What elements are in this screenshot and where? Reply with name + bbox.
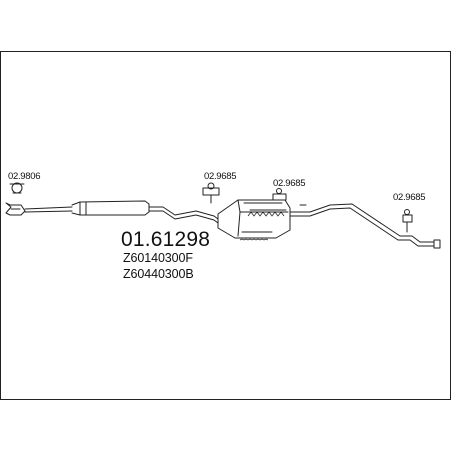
hanger-icon-1 <box>202 182 220 204</box>
front-pipe <box>24 200 219 224</box>
hanger-code-label-3: 02.9685 <box>393 192 426 203</box>
oem-number-1: Z60140300F <box>123 251 193 265</box>
rear-muffler <box>217 199 291 239</box>
clamp-icon-front <box>9 182 25 194</box>
hanger-icon-3 <box>402 209 413 233</box>
muffler-texture <box>247 211 285 217</box>
tail-pipe <box>289 203 441 249</box>
muffler-base-texture <box>239 238 269 241</box>
hanger-code-label-2: 02.9685 <box>273 178 306 189</box>
clamp-code-label: 02.9806 <box>8 171 41 182</box>
part-number: 01.61298 <box>121 228 211 251</box>
oem-number-2: Z60440300B <box>123 267 194 281</box>
front-flange-icon <box>5 202 26 216</box>
hanger-code-label-1: 02.9685 <box>204 171 237 182</box>
diagram-frame <box>0 51 451 400</box>
hanger-icon-2 <box>272 188 307 206</box>
